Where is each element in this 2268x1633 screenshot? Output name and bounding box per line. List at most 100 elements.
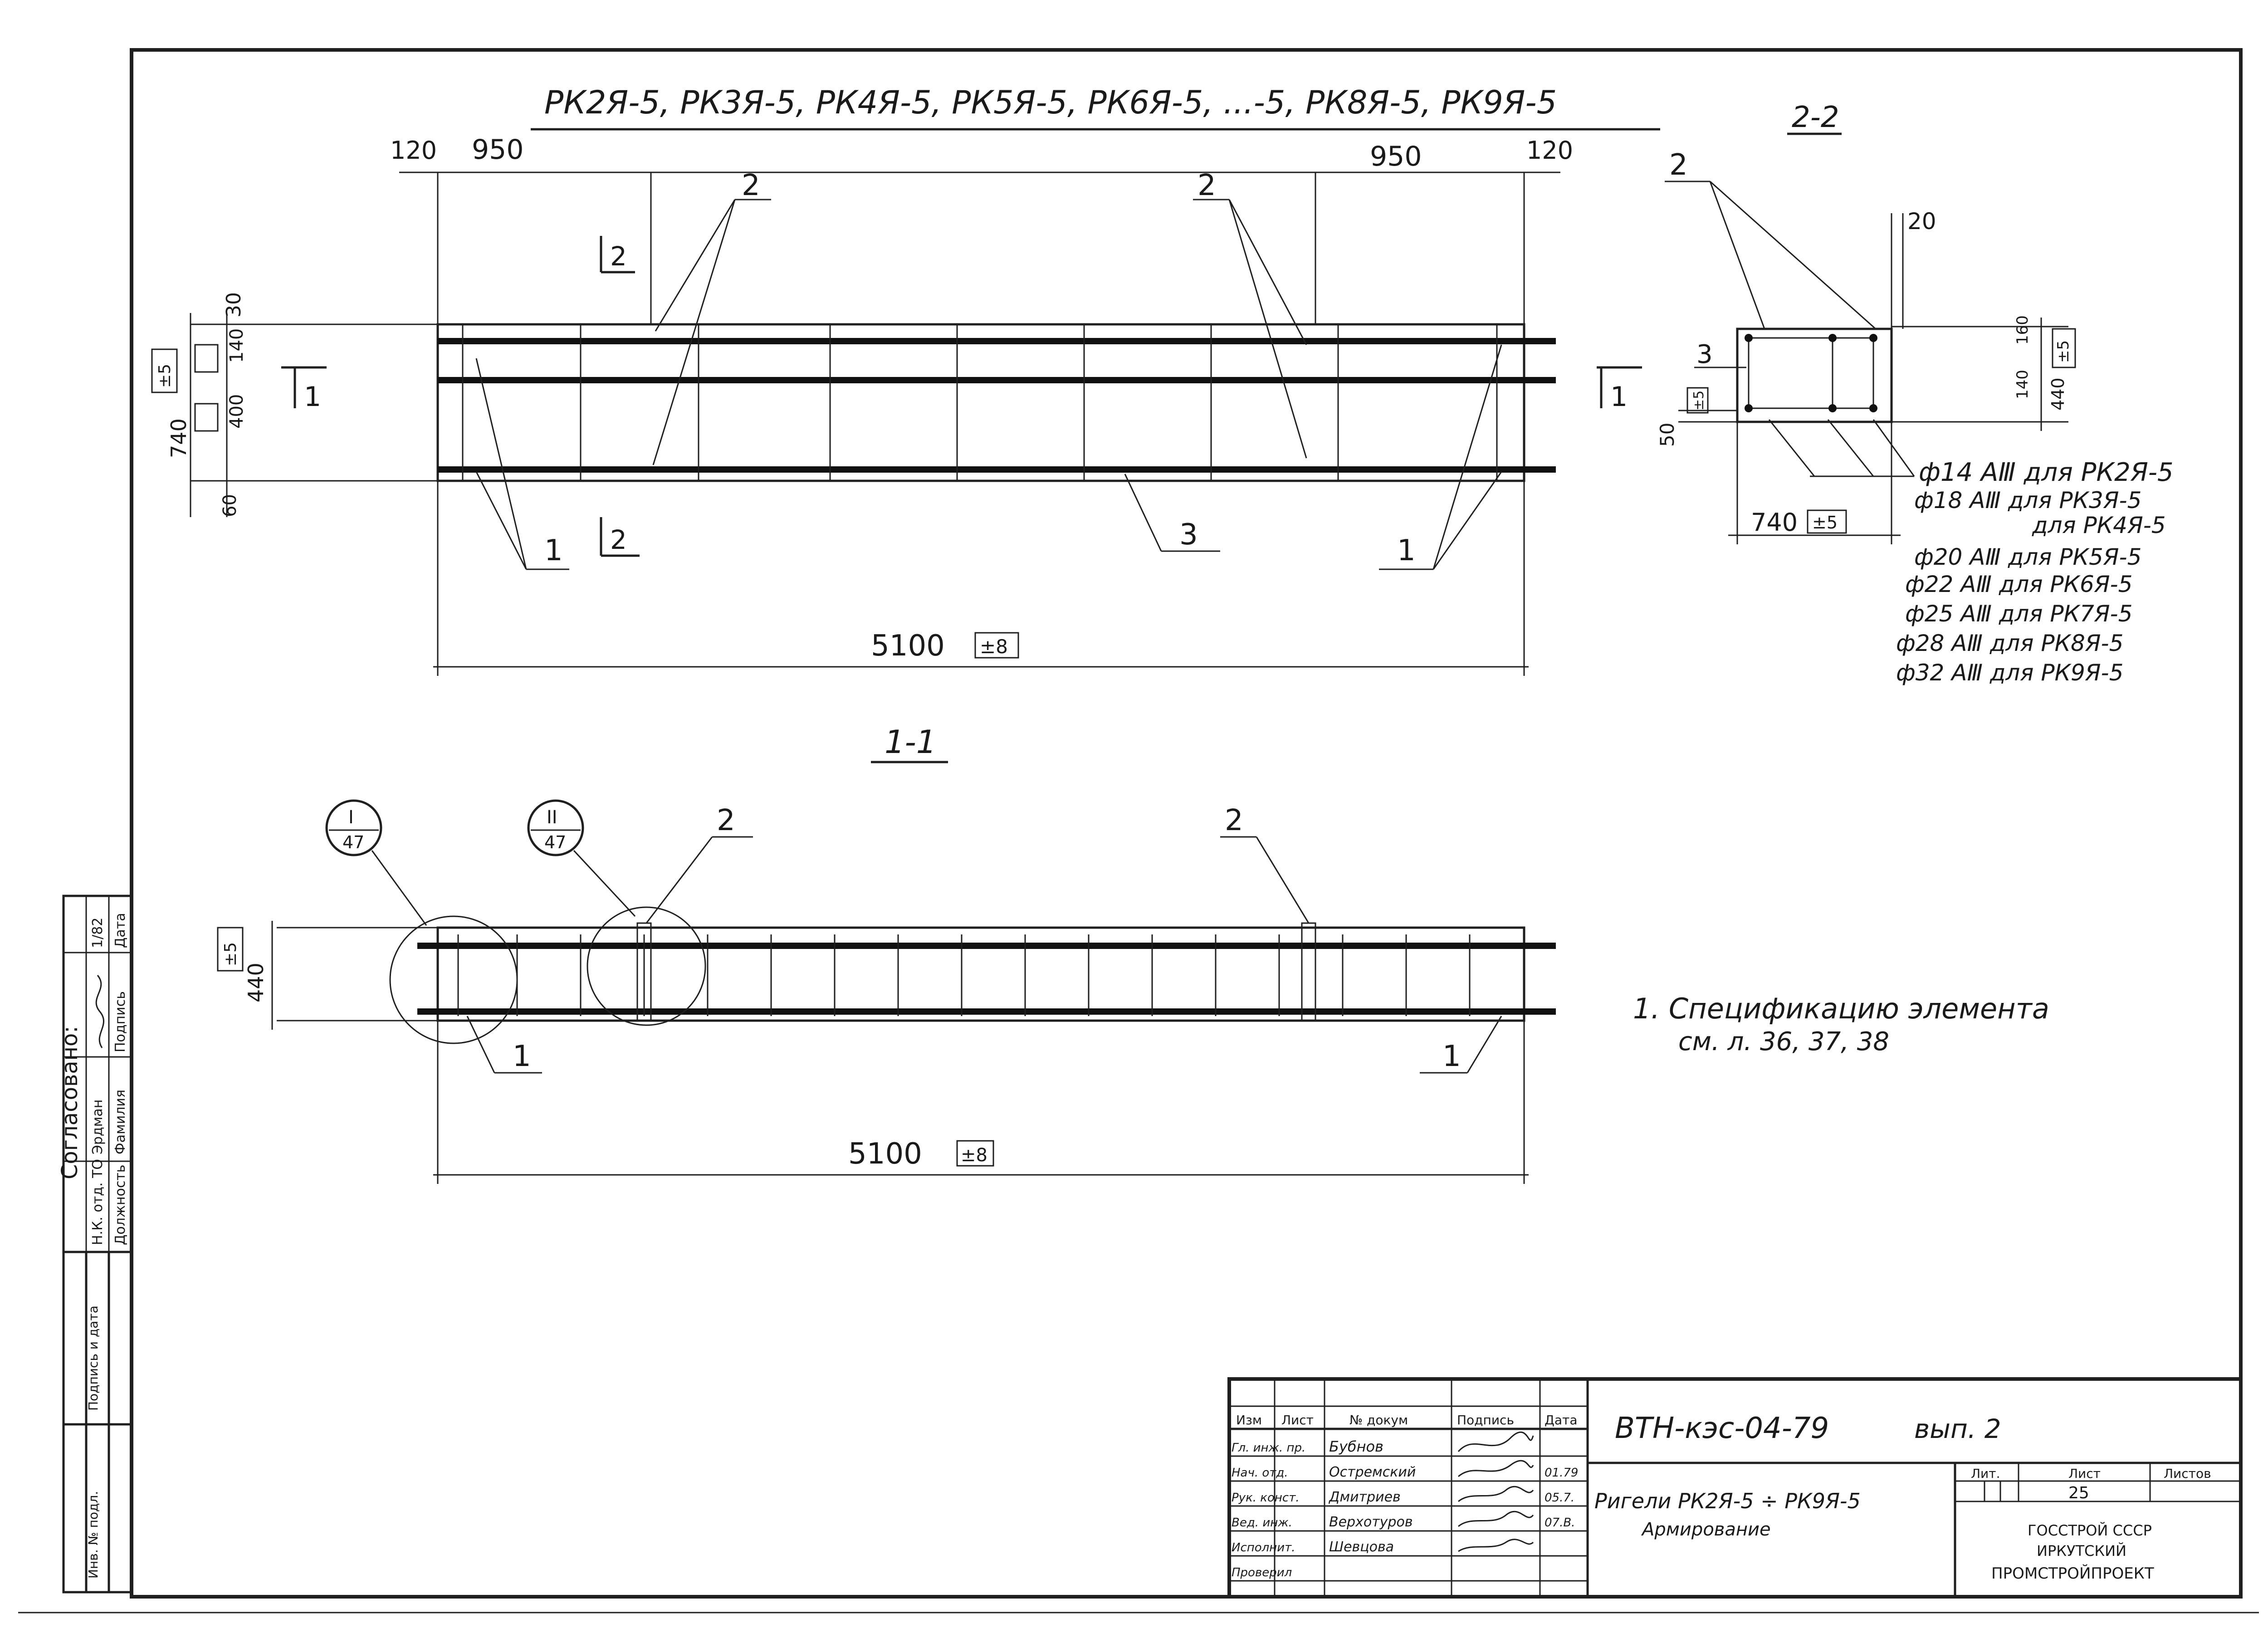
section-2-2-dim-440: 440 [2048, 377, 2068, 411]
side-overall-tol: ±8 [961, 1145, 987, 1166]
vdim-30: 30 [222, 292, 245, 318]
head-sign: Подпись [1457, 1413, 1514, 1428]
org-line-3: ПРОМСТРОЙПРОЕКТ [1991, 1564, 2154, 1583]
stirrups-top [462, 324, 1498, 481]
rebar-spec-item: ф32 АⅢ для РК9Я-5 [1896, 660, 2123, 686]
section-2-2-callout-2: 2 [1669, 148, 1688, 182]
beam-series-title: РК2Я-5, РК3Я-5, РК4Я-5, РК5Я-5, РК6Я-5, … [544, 84, 1557, 121]
section-1-1-title: 1-1 [885, 724, 936, 761]
staff-role: Вед. инж. [1232, 1516, 1292, 1530]
section-2-2-callout-3: 3 [1696, 340, 1713, 369]
section-1-right: 1 [1610, 381, 1628, 413]
side-callout-1-left: 1 [513, 1040, 531, 1073]
staff-role: Нач. отд. [1232, 1466, 1288, 1480]
rebar-spec-item: ф14 АⅢ для РК2Я-5 [1919, 458, 2174, 487]
staff-role: Проверил [1232, 1566, 1292, 1579]
staff-name: Дмитриев [1328, 1489, 1401, 1505]
rebar-dot [1828, 334, 1837, 342]
rebar-spec-list: ф14 АⅢ для РК2Я-5 ф18 АⅢ для РК3Я-5 для … [1896, 458, 2174, 686]
staff-name: Верхотуров [1329, 1514, 1413, 1530]
callout-2-right: 2 [1198, 169, 1216, 202]
col-date: Дата [112, 913, 128, 948]
side-height-tol: ±5 [221, 942, 240, 966]
node-ref-i: I 47 [325, 799, 382, 856]
rebar-spec-item: ф18 АⅢ для РК3Я-5 [1914, 487, 2141, 513]
side-callout-1-right: 1 [1442, 1040, 1461, 1073]
dim-right-span: 950 [1370, 141, 1422, 172]
section-2-2-width: 740 [1751, 508, 1798, 537]
section-2-2-width-tol: ±5 [1812, 513, 1838, 533]
svg-text:I: I [348, 807, 354, 828]
rebar-dot [1745, 334, 1753, 342]
row1-signature [95, 975, 104, 1048]
title-block: Изм Лист № докум Подпись Дата Гл. инж. п… [1227, 1377, 2243, 1599]
callout-1-right: 1 [1397, 534, 1416, 567]
dim-right-end: 120 [1526, 136, 1573, 165]
staff-role: Исполнит. [1232, 1541, 1295, 1555]
svg-text:II: II [547, 807, 557, 828]
section-2-2-dim-50: 50 [1656, 423, 1678, 447]
staff-name: Шевцова [1329, 1539, 1394, 1555]
staff-role: Гл. инж. пр. [1232, 1441, 1305, 1455]
top-elevation: РК2Я-5, РК3Я-5, РК4Я-5, РК5Я-5, РК6Я-5, … [151, 84, 1660, 676]
vdim-140: 140 [226, 328, 247, 363]
head-list: Лист [1281, 1413, 1314, 1428]
row1-name: Эрдман [90, 1100, 106, 1154]
rebar-dot [1828, 404, 1837, 412]
head-sheets: Листов [2164, 1466, 2211, 1481]
rebar-dot [1869, 404, 1877, 412]
doc-code: ВТН-кэс-04-79 [1615, 1412, 1829, 1445]
tol-box-a: ±5 [156, 364, 174, 388]
head-date: Дата [1545, 1413, 1578, 1428]
staff-rows: Гл. инж. пр. Бубнов Нач. отд. Остремский… [1232, 1438, 1578, 1579]
head-lit: Лит. [1971, 1466, 2000, 1481]
org-line-1: ГОССТРОЙ СССР [2028, 1522, 2152, 1539]
stirrups-side [457, 934, 1471, 1016]
row1-date: 1/82 [90, 918, 106, 948]
drawing-title: Ригели РК2Я-5 ÷ РК9Я-5 [1594, 1489, 1861, 1513]
callout-2-left: 2 [742, 169, 760, 202]
rebar-spec-item: для РК4Я-5 [2032, 512, 2166, 538]
side-approval-stamp: Согласовано: Должность Фамилия Подпись Д… [57, 895, 133, 1594]
issue-number: вып. 2 [1914, 1413, 2001, 1444]
rebar-spec-item: ф25 АⅢ для РК7Я-5 [1905, 601, 2132, 627]
head-izm: Изм [1236, 1413, 1262, 1428]
col-signature: Подпись [112, 991, 128, 1052]
staff-name: Бубнов [1329, 1438, 1383, 1455]
dim-left-span: 950 [472, 134, 524, 166]
drawing-subtitle: Армирование [1641, 1519, 1771, 1540]
vdim-740: 740 [166, 418, 191, 458]
vdim-400: 400 [226, 394, 247, 429]
section-mark-2-top: 2 [610, 241, 627, 272]
section-1-left: 1 [304, 381, 321, 413]
node-ref-ii: II 47 [527, 799, 584, 856]
section-2-2-title: 2-2 [1792, 101, 1839, 134]
sign-date-label: Подпись и дата [86, 1305, 101, 1411]
col-name: Фамилия [112, 1090, 128, 1154]
svg-text:47: 47 [544, 832, 566, 852]
note-line-2: см. л. 36, 37, 38 [1678, 1027, 1889, 1056]
svg-text:47: 47 [342, 832, 364, 852]
inv-label: Инв. № подл. [86, 1491, 101, 1579]
sheet-frame [18, 48, 2259, 1613]
staff-name: Остремский [1329, 1464, 1416, 1480]
rebar-spec-item: ф20 АⅢ для РК5Я-5 [1914, 544, 2141, 570]
rebar-spec-item: ф28 АⅢ для РК8Я-5 [1896, 630, 2123, 656]
note-line-1: 1. Спецификацию элемента [1633, 992, 2049, 1025]
row1-position: Н.К. отд. ТО [90, 1159, 106, 1245]
overall-length-top: 5100 [871, 629, 945, 663]
agreed-label: Согласовано: [57, 1026, 83, 1179]
rebar-dot [1745, 404, 1753, 412]
rebar-dot [1869, 334, 1877, 342]
section-2-2-dim-160: 160 [2014, 315, 2032, 345]
section-2-2-dim-20: 20 [1907, 208, 1936, 235]
side-callout-2-right: 2 [1225, 804, 1243, 837]
section-2-2-dim-140: 140 [2014, 370, 2032, 399]
spec-note: 1. Спецификацию элемента см. л. 36, 37, … [1633, 992, 2049, 1056]
vdim-60: 60 [220, 494, 240, 517]
section-2-2-tol-left: ±5 [1691, 391, 1707, 411]
rebar-spec-item: ф22 АⅢ для РК6Я-5 [1905, 571, 2132, 597]
staff-date: 05.7. [1545, 1491, 1574, 1505]
col-position: Должность [112, 1164, 128, 1245]
